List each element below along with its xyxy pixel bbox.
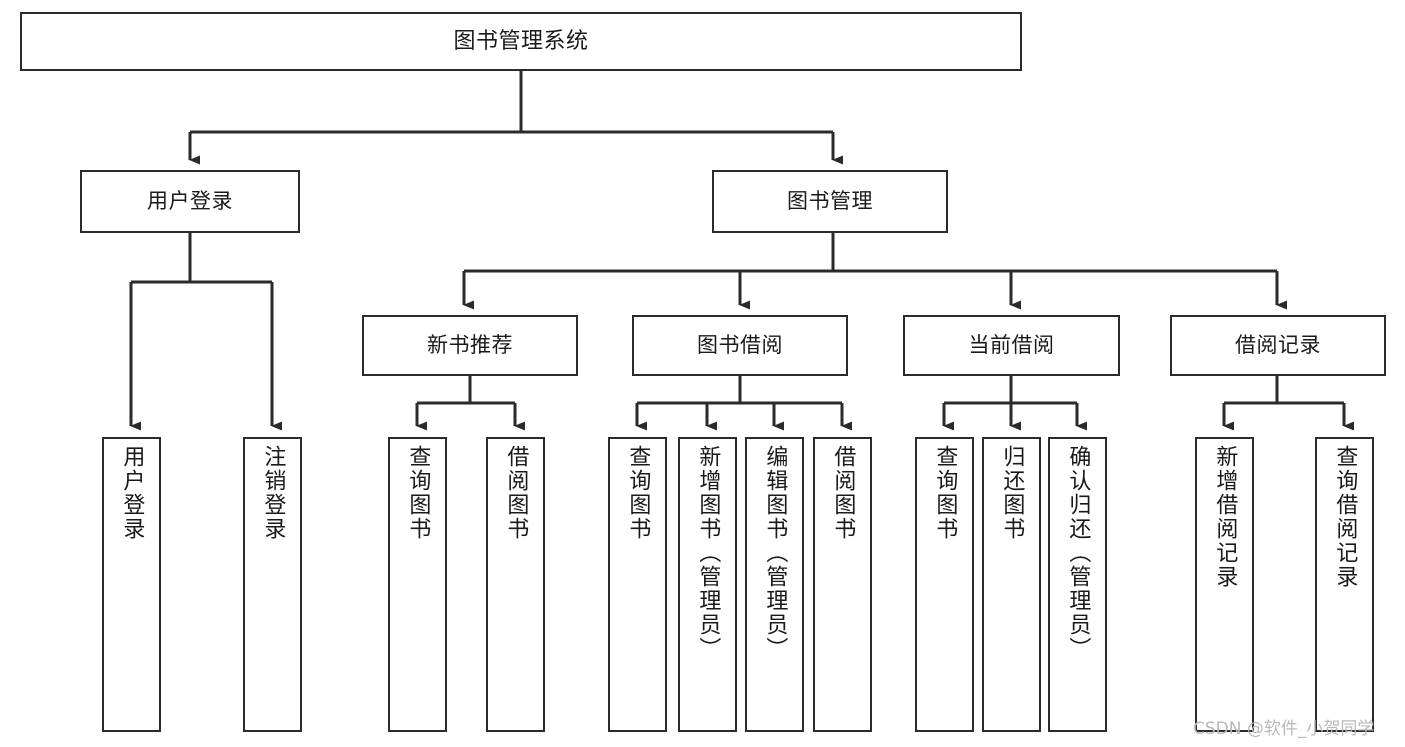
- node-label: 借阅记录: [1235, 333, 1321, 357]
- node-label: 用户登录: [147, 189, 233, 213]
- node-label: 查询借阅记录: [1332, 445, 1358, 589]
- leaf-return-book[interactable]: 归还图书: [982, 437, 1041, 732]
- node-label: 查询图书: [405, 445, 431, 541]
- node-label: 图书管理: [787, 189, 873, 213]
- node-label: 新书推荐: [427, 333, 513, 357]
- node-user-login[interactable]: 用户登录: [80, 170, 300, 233]
- node-label: 查询图书: [625, 445, 651, 541]
- leaf-borrow-book-recommend[interactable]: 借阅图书: [486, 437, 545, 732]
- leaf-query-book-borrow[interactable]: 查询图书: [608, 437, 667, 732]
- node-label: 查询图书: [932, 445, 958, 541]
- leaf-edit-book-admin[interactable]: 编辑图书（管理员）: [745, 437, 804, 732]
- node-book-borrow[interactable]: 图书借阅: [632, 315, 848, 376]
- leaf-user-logout[interactable]: 注销登录: [243, 437, 302, 732]
- leaf-query-book-recommend[interactable]: 查询图书: [388, 437, 447, 732]
- node-label: 当前借阅: [968, 333, 1055, 357]
- csdn-watermark: CSDN @软件_小贺同学: [1193, 719, 1375, 739]
- node-label: 借阅图书: [830, 445, 856, 541]
- node-current-borrow[interactable]: 当前借阅: [903, 315, 1120, 376]
- leaf-add-borrow-record[interactable]: 新增借阅记录: [1195, 437, 1254, 732]
- node-borrow-record[interactable]: 借阅记录: [1170, 315, 1386, 376]
- leaf-query-borrow-record[interactable]: 查询借阅记录: [1315, 437, 1374, 732]
- node-new-book-recommend[interactable]: 新书推荐: [362, 315, 578, 376]
- node-label: 注销登录: [260, 445, 286, 541]
- node-label: 用户登录: [119, 445, 145, 541]
- leaf-confirm-return-admin[interactable]: 确认归还（管理员）: [1048, 437, 1107, 732]
- leaf-borrow-book[interactable]: 借阅图书: [813, 437, 872, 732]
- leaf-user-login[interactable]: 用户登录: [102, 437, 161, 732]
- node-label: 归还图书: [999, 445, 1025, 541]
- node-label: 借阅图书: [503, 445, 529, 541]
- node-label: 新增图书（管理员）: [695, 445, 721, 661]
- node-label: 编辑图书（管理员）: [762, 445, 788, 661]
- node-book-management[interactable]: 图书管理: [712, 170, 948, 233]
- leaf-query-book-current[interactable]: 查询图书: [915, 437, 974, 732]
- node-root-system[interactable]: 图书管理系统: [20, 12, 1022, 71]
- leaf-add-book-admin[interactable]: 新增图书（管理员）: [678, 437, 737, 732]
- node-label: 图书管理系统: [453, 28, 589, 54]
- node-label: 确认归还（管理员）: [1065, 445, 1091, 661]
- node-label: 新增借阅记录: [1212, 445, 1238, 589]
- node-label: 图书借阅: [697, 333, 783, 357]
